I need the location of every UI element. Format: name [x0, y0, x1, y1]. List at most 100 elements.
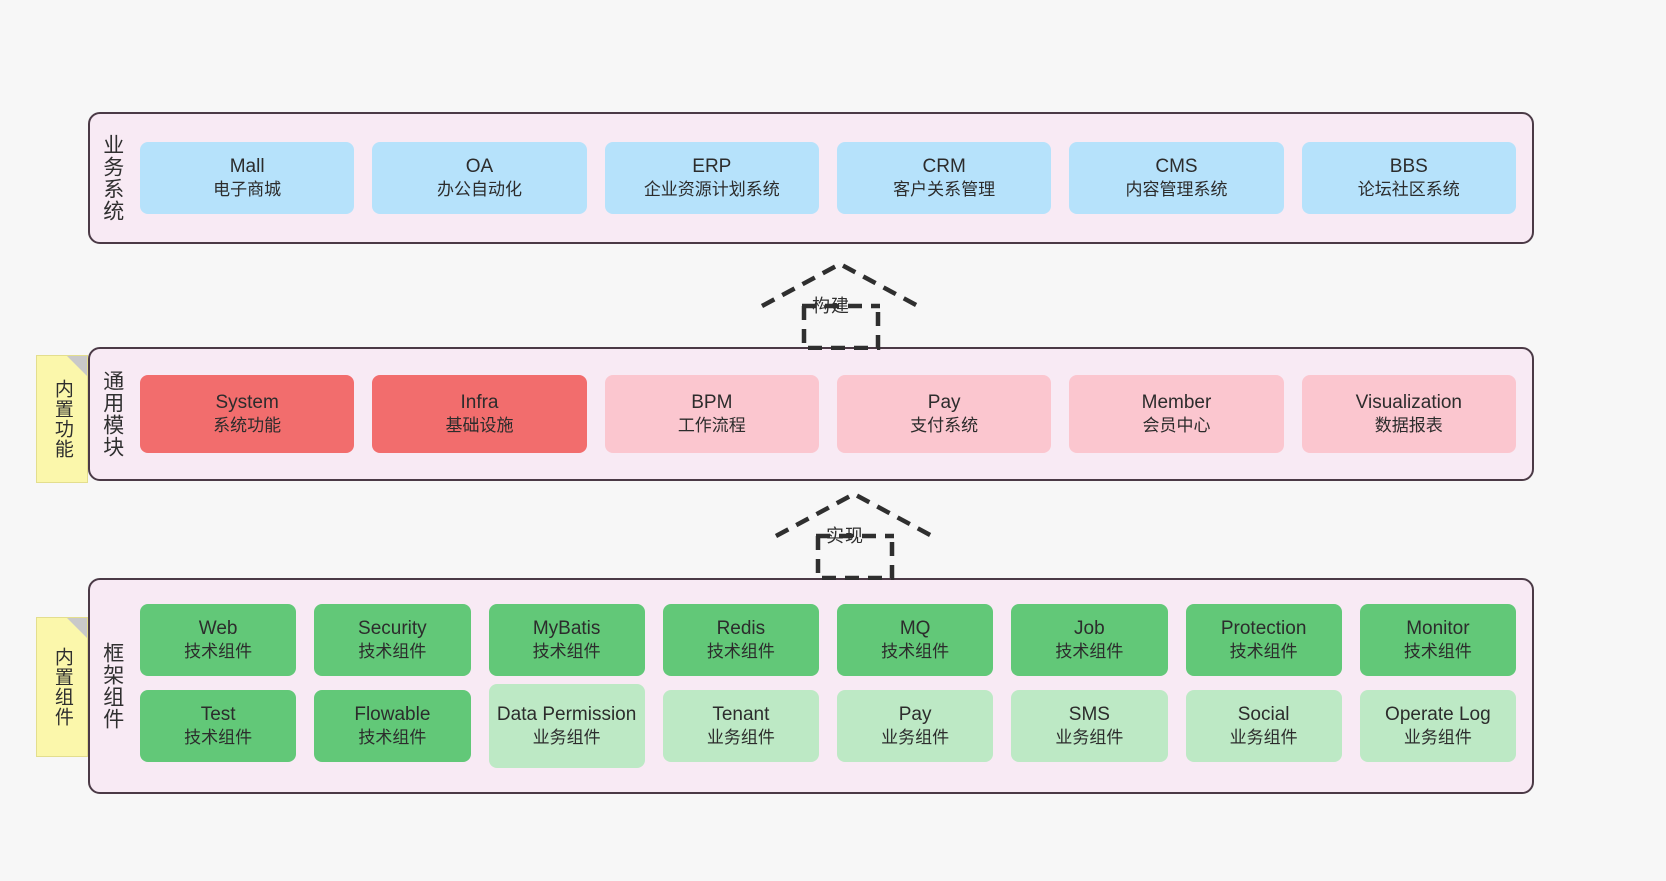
card-title: Tenant — [712, 703, 770, 725]
card-title: Web — [198, 617, 238, 639]
layer-framework-component: 框架组件 Web 技术组件 Security 技术组件 MyBatis 技术组件… — [88, 578, 1534, 794]
card-title: CMS — [1155, 155, 1198, 177]
layer-body-common: System 系统功能 Infra 基础设施 BPM 工作流程 Pay 支付系统… — [134, 349, 1532, 479]
card-oa[interactable]: OA 办公自动化 — [372, 142, 587, 214]
card-desc: 技术组件 — [1403, 642, 1472, 662]
layer-title-common: 通用模块 — [100, 370, 124, 458]
dashed-generalization-arrow-icon — [774, 491, 934, 580]
note-builtin-component: 内置组件 — [36, 617, 88, 757]
layer-common-module: 通用模块 System 系统功能 Infra 基础设施 BPM 工作流程 Pay… — [88, 347, 1534, 481]
card-title: CRM — [922, 155, 966, 177]
card-desc: 技术组件 — [358, 642, 427, 662]
card-mq[interactable]: MQ 技术组件 — [837, 604, 994, 676]
card-job[interactable]: Job 技术组件 — [1011, 604, 1168, 676]
card-web[interactable]: Web 技术组件 — [140, 604, 297, 676]
card-row: Web 技术组件 Security 技术组件 MyBatis 技术组件 Redi… — [140, 604, 1516, 676]
card-title: Mall — [229, 155, 265, 177]
card-desc: 技术组件 — [184, 642, 253, 662]
card-title: Job — [1074, 617, 1105, 639]
arrow-label-build: 构建 — [812, 296, 850, 316]
card-desc: 技术组件 — [706, 642, 775, 662]
card-erp[interactable]: ERP 企业资源计划系统 — [604, 142, 819, 214]
card-title: OA — [465, 155, 494, 177]
card-row: Mall 电子商城 OA 办公自动化 ERP 企业资源计划系统 CRM 客户关系… — [140, 142, 1516, 214]
card-row: System 系统功能 Infra 基础设施 BPM 工作流程 Pay 支付系统… — [140, 375, 1516, 453]
card-bbs[interactable]: BBS 论坛社区系统 — [1301, 142, 1516, 214]
card-desc: 业务组件 — [706, 728, 775, 748]
card-desc: 业务组件 — [1055, 728, 1124, 748]
card-sms[interactable]: SMS 业务组件 — [1011, 690, 1168, 762]
card-redis[interactable]: Redis 技术组件 — [662, 604, 819, 676]
card-bpm[interactable]: BPM 工作流程 — [604, 375, 819, 453]
card-tenant[interactable]: Tenant 业务组件 — [662, 690, 819, 762]
layer-body-business: Mall 电子商城 OA 办公自动化 ERP 企业资源计划系统 CRM 客户关系… — [134, 114, 1532, 242]
card-desc: 业务组件 — [881, 728, 950, 748]
card-desc: 企业资源计划系统 — [643, 180, 780, 200]
card-operate-log[interactable]: Operate Log 业务组件 — [1359, 690, 1516, 762]
card-title: BBS — [1389, 155, 1428, 177]
card-mybatis[interactable]: MyBatis 技术组件 — [488, 604, 645, 676]
card-test[interactable]: Test 技术组件 — [140, 690, 297, 762]
card-pay[interactable]: Pay 支付系统 — [836, 375, 1052, 453]
card-desc: 技术组件 — [184, 728, 253, 748]
card-visualization[interactable]: Visualization 数据报表 — [1301, 375, 1516, 453]
card-title: Pay — [927, 391, 961, 413]
card-desc: 电子商城 — [213, 180, 282, 200]
card-mall[interactable]: Mall 电子商城 — [140, 142, 355, 214]
layer-title-frame: 框架组件 — [100, 642, 124, 730]
card-data-permission[interactable]: Data Permission 业务组件 — [488, 684, 645, 768]
note-builtin-feature: 内置功能 — [36, 355, 88, 483]
card-title: Infra — [460, 391, 499, 413]
card-desc: 业务组件 — [1229, 728, 1298, 748]
card-desc: 办公自动化 — [436, 180, 522, 200]
card-title: Protection — [1220, 617, 1307, 639]
card-pay-business[interactable]: Pay 业务组件 — [837, 690, 994, 762]
card-title: Visualization — [1355, 391, 1462, 413]
card-title: Operate Log — [1385, 703, 1491, 725]
layer-body-frame: Web 技术组件 Security 技术组件 MyBatis 技术组件 Redi… — [134, 580, 1532, 792]
card-monitor[interactable]: Monitor 技术组件 — [1359, 604, 1516, 676]
card-desc: 技术组件 — [358, 728, 427, 748]
card-desc: 会员中心 — [1142, 416, 1211, 436]
card-flowable[interactable]: Flowable 技术组件 — [314, 690, 471, 762]
card-title: Member — [1141, 391, 1212, 413]
card-desc: 业务组件 — [532, 728, 601, 748]
card-title: Monitor — [1406, 617, 1470, 639]
card-desc: 技术组件 — [1229, 642, 1298, 662]
layer-title-business: 业务系统 — [100, 134, 124, 222]
card-title: Redis — [716, 617, 766, 639]
card-desc: 工作流程 — [677, 416, 746, 436]
card-title: ERP — [692, 155, 732, 177]
card-title: System — [215, 391, 279, 413]
arrow-build: 构建 — [752, 258, 932, 350]
card-social[interactable]: Social 业务组件 — [1185, 690, 1342, 762]
card-desc: 数据报表 — [1374, 416, 1443, 436]
card-desc: 内容管理系统 — [1125, 180, 1228, 200]
arrow-label-implement: 实现 — [826, 526, 864, 546]
card-title: MQ — [899, 617, 931, 639]
card-title: Data Permission — [496, 703, 637, 725]
card-desc: 支付系统 — [910, 416, 979, 436]
card-cms[interactable]: CMS 内容管理系统 — [1069, 142, 1284, 214]
layer-business-system: 业务系统 Mall 电子商城 OA 办公自动化 ERP 企业资源计划系统 CRM… — [88, 112, 1534, 244]
card-security[interactable]: Security 技术组件 — [314, 604, 471, 676]
card-member[interactable]: Member 会员中心 — [1069, 375, 1284, 453]
card-protection[interactable]: Protection 技术组件 — [1185, 604, 1342, 676]
card-desc: 技术组件 — [881, 642, 950, 662]
card-infra[interactable]: Infra 基础设施 — [372, 375, 587, 453]
card-crm[interactable]: CRM 客户关系管理 — [836, 142, 1052, 214]
card-system[interactable]: System 系统功能 — [140, 375, 355, 453]
card-title: Test — [200, 703, 236, 725]
card-title: Security — [358, 617, 427, 639]
card-desc: 技术组件 — [532, 642, 601, 662]
card-desc: 技术组件 — [1055, 642, 1124, 662]
card-desc: 基础设施 — [445, 416, 514, 436]
card-title: MyBatis — [532, 617, 601, 639]
card-title: BPM — [691, 391, 733, 413]
card-title: Pay — [898, 703, 932, 725]
card-desc: 业务组件 — [1403, 728, 1472, 748]
card-desc: 客户关系管理 — [893, 180, 996, 200]
card-desc: 论坛社区系统 — [1357, 180, 1460, 200]
dashed-generalization-arrow-icon — [760, 261, 920, 350]
